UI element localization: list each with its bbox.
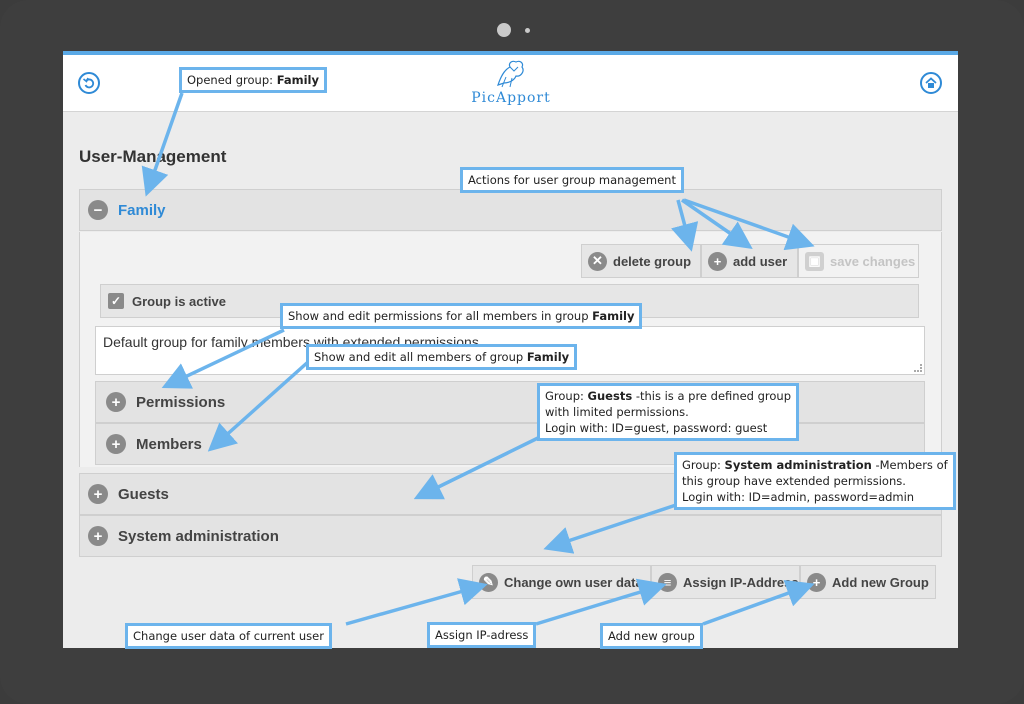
callout-opened-group: Opened group: Family	[179, 67, 327, 93]
group-sysadmin-label: System administration	[118, 527, 279, 545]
save-changes-label: save changes	[830, 253, 916, 269]
app-logo: PicApport	[466, 59, 556, 109]
back-icon	[83, 77, 95, 89]
callout-change-user: Change user data of current user	[125, 623, 332, 649]
list-icon: ≡	[658, 572, 677, 592]
group-family-header[interactable]: − Family	[79, 189, 942, 231]
add-user-label: add user	[733, 253, 788, 269]
save-icon: ▣	[805, 251, 824, 271]
group-active-label: Group is active	[132, 293, 226, 309]
pencil-icon: ✎	[479, 572, 498, 592]
sensor-dot	[525, 28, 530, 33]
members-label: Members	[136, 435, 202, 453]
callout-guests: Group: Guests -this is a pre defined gro…	[537, 383, 800, 441]
expand-icon: +	[88, 526, 108, 546]
change-user-data-label: Change own user data	[504, 574, 643, 590]
add-user-button[interactable]: + add user	[701, 244, 798, 278]
callout-actions: Actions for user group management	[460, 167, 684, 193]
close-icon: ✕	[588, 251, 607, 271]
callout-members: Show and edit all members of group Famil…	[306, 344, 578, 370]
save-changes-button[interactable]: ▣ save changes	[798, 244, 919, 278]
home-icon	[925, 77, 937, 88]
permissions-label: Permissions	[136, 393, 226, 411]
camera-icon	[497, 23, 511, 37]
add-new-group-label: Add new Group	[832, 574, 929, 590]
permissions-accordion[interactable]: + Permissions	[95, 381, 925, 423]
expand-icon: +	[106, 392, 126, 412]
logo-icon	[497, 60, 524, 88]
change-user-data-button[interactable]: ✎ Change own user data	[472, 565, 651, 599]
page-title: User-Management	[79, 147, 227, 166]
back-button[interactable]	[78, 72, 100, 94]
callout-sysadmin: Group: System administration -Members of…	[674, 452, 956, 510]
delete-group-button[interactable]: ✕ delete group	[581, 244, 701, 278]
plus-icon: +	[708, 251, 727, 271]
add-new-group-button[interactable]: + Add new Group	[800, 565, 936, 599]
group-active-checkbox[interactable]: ✓	[108, 293, 124, 309]
callout-permissions: Show and edit permissions for all member…	[280, 303, 643, 329]
group-family-label: Family	[118, 201, 166, 219]
logo-text: PicApport	[471, 90, 551, 106]
callout-add-group: Add new group	[600, 623, 703, 649]
plus-icon: +	[807, 572, 826, 592]
resize-grip-icon[interactable]	[914, 364, 922, 372]
assign-ip-label: Assign IP-Address	[683, 574, 799, 590]
delete-group-label: delete group	[613, 253, 692, 269]
assign-ip-button[interactable]: ≡ Assign IP-Address	[651, 565, 800, 599]
callout-assign-ip: Assign IP-adress	[427, 622, 537, 648]
expand-icon: +	[88, 484, 108, 504]
group-sysadmin-header[interactable]: + System administration	[79, 515, 942, 557]
expand-icon: +	[106, 434, 126, 454]
home-button[interactable]	[920, 72, 942, 94]
collapse-icon: −	[88, 200, 108, 220]
group-guests-label: Guests	[118, 485, 169, 503]
